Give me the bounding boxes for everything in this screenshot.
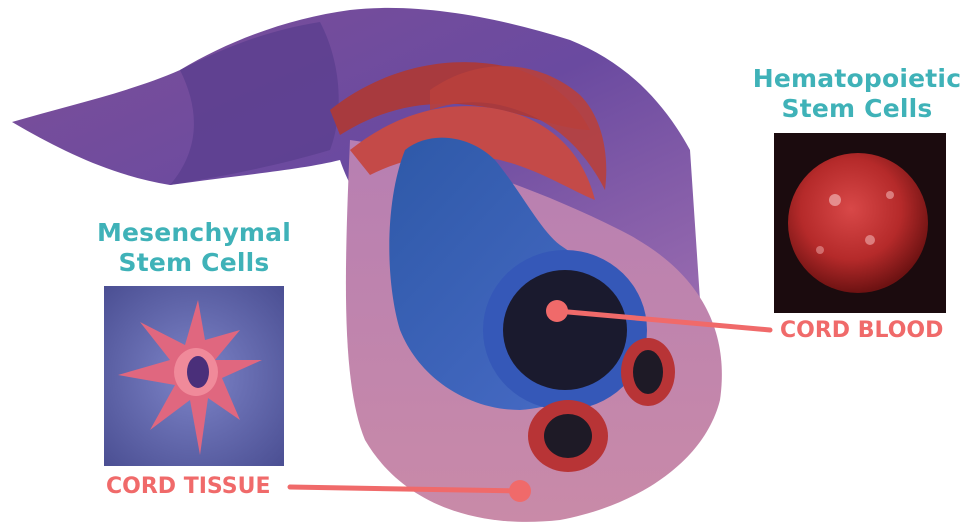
hematopoietic-cell-image — [774, 133, 946, 313]
hematopoietic-title: Hematopoietic Stem Cells — [750, 64, 964, 124]
cord-tissue-label: CORD TISSUE — [106, 474, 271, 500]
artery-section-1-lumen — [633, 350, 663, 394]
mesenchymal-title-line1: Mesenchymal — [88, 218, 300, 248]
hematopoietic-title-line2: Stem Cells — [750, 94, 964, 124]
hematopoietic-title-line1: Hematopoietic — [750, 64, 964, 94]
cord-blood-label: CORD BLOOD — [780, 318, 943, 344]
mesenchymal-title-line2: Stem Cells — [88, 248, 300, 278]
artery-section-2-lumen — [544, 414, 592, 458]
vein-lumen — [503, 270, 627, 390]
mesenchymal-title: Mesenchymal Stem Cells — [88, 218, 300, 278]
mesenchymal-cell-image — [104, 286, 284, 466]
